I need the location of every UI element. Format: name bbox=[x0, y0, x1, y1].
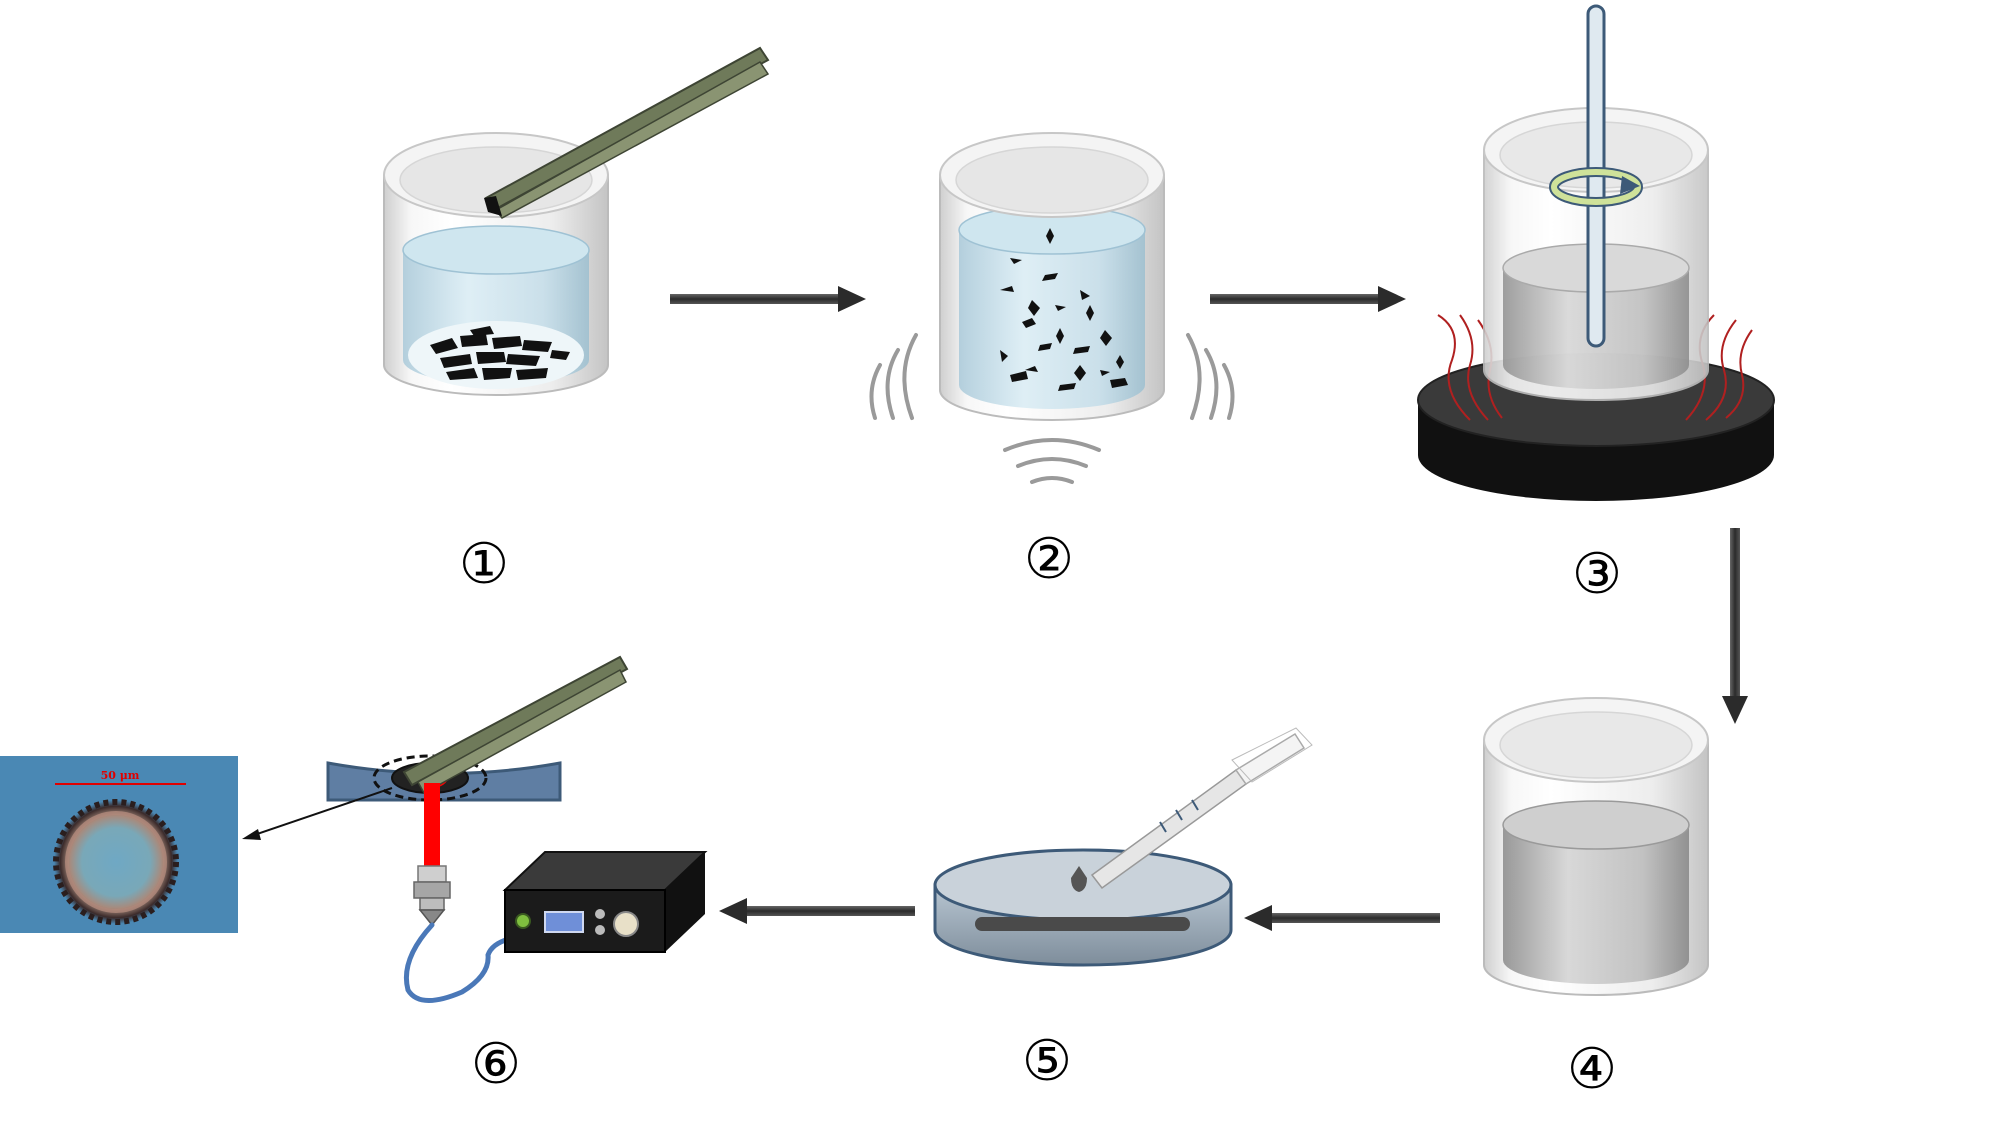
scale-bar-label: 50 μm bbox=[101, 769, 140, 782]
tweezers-icon bbox=[484, 46, 770, 219]
laser-beam-icon bbox=[424, 783, 440, 866]
arrow-5-to-6 bbox=[719, 898, 915, 924]
step2-beaker bbox=[939, 132, 1165, 421]
step4-beaker bbox=[1483, 697, 1709, 996]
stirring-rod-icon bbox=[1549, 4, 1643, 348]
fiber-connector-icon bbox=[413, 865, 451, 927]
dropper-icon bbox=[1090, 727, 1313, 890]
tweezers-icon-step6 bbox=[402, 655, 629, 795]
graphene-flakes bbox=[430, 326, 570, 380]
arrow-2-to-3 bbox=[1210, 286, 1406, 312]
ultrasound-waves-icon bbox=[869, 333, 1235, 484]
step-label-6: ⑥ bbox=[471, 1032, 521, 1097]
step-label-2: ② bbox=[1024, 527, 1074, 592]
arrow-1-to-2 bbox=[670, 286, 866, 312]
arrow-3-to-4 bbox=[1722, 528, 1748, 724]
step-label-5: ⑤ bbox=[1022, 1029, 1072, 1094]
step-label-4: ④ bbox=[1567, 1037, 1617, 1102]
step5-petri-dish bbox=[933, 848, 1233, 967]
step-label-1: ① bbox=[459, 532, 509, 597]
arrow-4-to-5 bbox=[1244, 905, 1440, 931]
dispersed-flakes bbox=[1000, 228, 1128, 391]
laser-source-device bbox=[502, 851, 708, 953]
step-label-3: ③ bbox=[1572, 542, 1622, 607]
pointer-arrow-to-micrograph bbox=[242, 787, 393, 840]
step1-beaker bbox=[383, 132, 609, 396]
micrograph-image bbox=[0, 756, 238, 933]
